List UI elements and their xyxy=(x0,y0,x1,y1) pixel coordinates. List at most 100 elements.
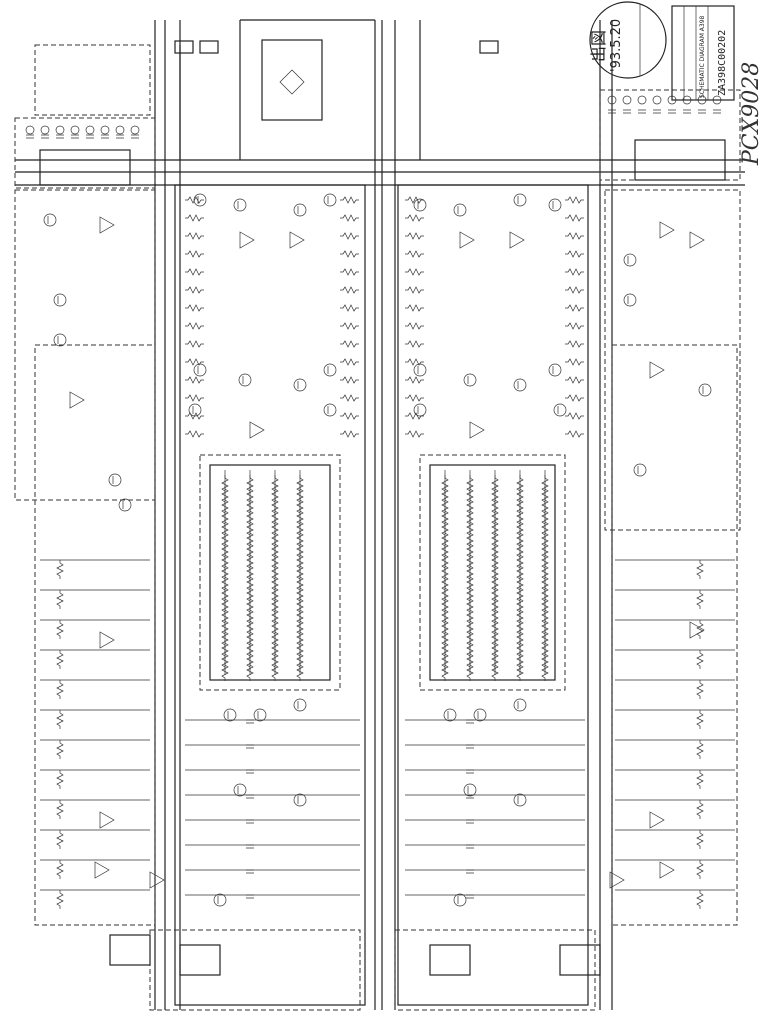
resistor-symbol xyxy=(340,268,359,276)
transistor-symbol xyxy=(238,373,252,387)
resistor-symbol xyxy=(340,340,359,348)
left-input-section xyxy=(34,344,156,926)
bottom-connector-right xyxy=(394,929,596,1011)
transistor-symbol xyxy=(623,293,637,307)
resistor-symbol xyxy=(246,640,254,659)
resistor-symbol xyxy=(441,519,449,538)
terminal-block xyxy=(174,40,194,54)
resistor-symbol xyxy=(246,607,254,626)
resistor-symbol xyxy=(491,497,499,516)
power-supply-block xyxy=(261,39,323,121)
transistor-symbol xyxy=(633,463,647,477)
resistor-symbol xyxy=(221,552,229,571)
resistor-symbol xyxy=(441,607,449,626)
resistor-symbol xyxy=(185,430,204,438)
resistor-symbol xyxy=(541,563,549,582)
resistor-symbol xyxy=(516,574,524,593)
channel-b-output-bank xyxy=(419,454,566,691)
resistor-symbol xyxy=(185,214,204,222)
resistor-symbol xyxy=(441,651,449,670)
resistor-symbol xyxy=(56,770,64,789)
resistor-symbol xyxy=(246,519,254,538)
resistor-symbol xyxy=(466,497,474,516)
resistor-symbol xyxy=(271,607,279,626)
resistor-symbol xyxy=(56,860,64,879)
transistor-symbol xyxy=(453,203,467,217)
op-amp-symbol xyxy=(659,221,675,239)
resistor-symbol xyxy=(340,286,359,294)
resistor-symbol xyxy=(246,541,254,560)
document-number: ZA398C00202 xyxy=(717,30,728,96)
resistor-symbol xyxy=(516,519,524,538)
resistor-symbol xyxy=(405,196,424,204)
capacitor-symbol xyxy=(668,109,676,114)
resistor-symbol xyxy=(271,618,279,637)
channel-a-output-bank xyxy=(199,454,341,691)
resistor-symbol xyxy=(221,574,229,593)
resistor-symbol xyxy=(441,662,449,681)
capacitor-symbol xyxy=(466,769,474,774)
resistor-symbol xyxy=(296,574,304,593)
transistor-symbol xyxy=(118,498,132,512)
resistor-symbol xyxy=(441,552,449,571)
resistor-symbol xyxy=(541,508,549,527)
resistor-symbol xyxy=(271,486,279,505)
resistor-symbol xyxy=(466,519,474,538)
transistor-symbol xyxy=(623,253,637,267)
resistor-symbol xyxy=(696,800,704,819)
transistor-symbol xyxy=(53,333,67,347)
resistor-symbol xyxy=(271,497,279,516)
resistor-symbol xyxy=(516,651,524,670)
resistor-symbol xyxy=(185,376,204,384)
resistor-symbol xyxy=(296,486,304,505)
resistor-symbol xyxy=(541,486,549,505)
capacitor-symbol xyxy=(56,134,64,139)
resistor-symbol xyxy=(246,596,254,615)
resistor-symbol xyxy=(491,607,499,626)
transistor-symbol xyxy=(53,293,67,307)
resistor-symbol xyxy=(441,596,449,615)
resistor-symbol xyxy=(296,497,304,516)
resistor-symbol xyxy=(56,560,64,579)
resistor-symbol xyxy=(271,640,279,659)
resistor-symbol xyxy=(441,640,449,659)
stamp-date: '93.5.20 xyxy=(609,19,624,72)
resistor-symbol xyxy=(466,607,474,626)
transistor-symbol xyxy=(223,708,237,722)
resistor-symbol xyxy=(696,620,704,639)
resistor-symbol xyxy=(185,232,204,240)
transistor-symbol xyxy=(293,378,307,392)
resistor-symbol xyxy=(246,618,254,637)
resistor-symbol xyxy=(185,358,204,366)
resistor-symbol xyxy=(491,486,499,505)
resistor-symbol xyxy=(296,607,304,626)
capacitor-symbol xyxy=(623,109,631,114)
capacitor-symbol xyxy=(246,719,254,724)
resistor-symbol xyxy=(56,740,64,759)
resistor-symbol xyxy=(516,618,524,637)
resistor-symbol xyxy=(221,596,229,615)
resistor-symbol xyxy=(565,322,584,330)
resistor-symbol xyxy=(541,530,549,549)
capacitor-symbol xyxy=(466,869,474,874)
capacitor-symbol xyxy=(246,794,254,799)
capacitor-symbol xyxy=(698,109,706,114)
resistor-symbol xyxy=(541,519,549,538)
resistor-symbol xyxy=(466,596,474,615)
resistor-symbol xyxy=(246,651,254,670)
resistor-symbol xyxy=(541,574,549,593)
led-symbol xyxy=(115,125,125,135)
led-symbol xyxy=(637,95,647,105)
capacitor-symbol xyxy=(466,844,474,849)
transistor-symbol xyxy=(323,403,337,417)
op-amp-symbol xyxy=(149,871,165,889)
resistor-symbol xyxy=(221,541,229,560)
op-amp-symbol xyxy=(649,361,665,379)
op-amp-symbol xyxy=(659,861,675,879)
resistor-symbol xyxy=(405,340,424,348)
led-symbol xyxy=(130,125,140,135)
resistor-symbol xyxy=(271,596,279,615)
resistor-symbol xyxy=(296,563,304,582)
terminal-block xyxy=(199,40,219,54)
transistor-symbol xyxy=(413,403,427,417)
